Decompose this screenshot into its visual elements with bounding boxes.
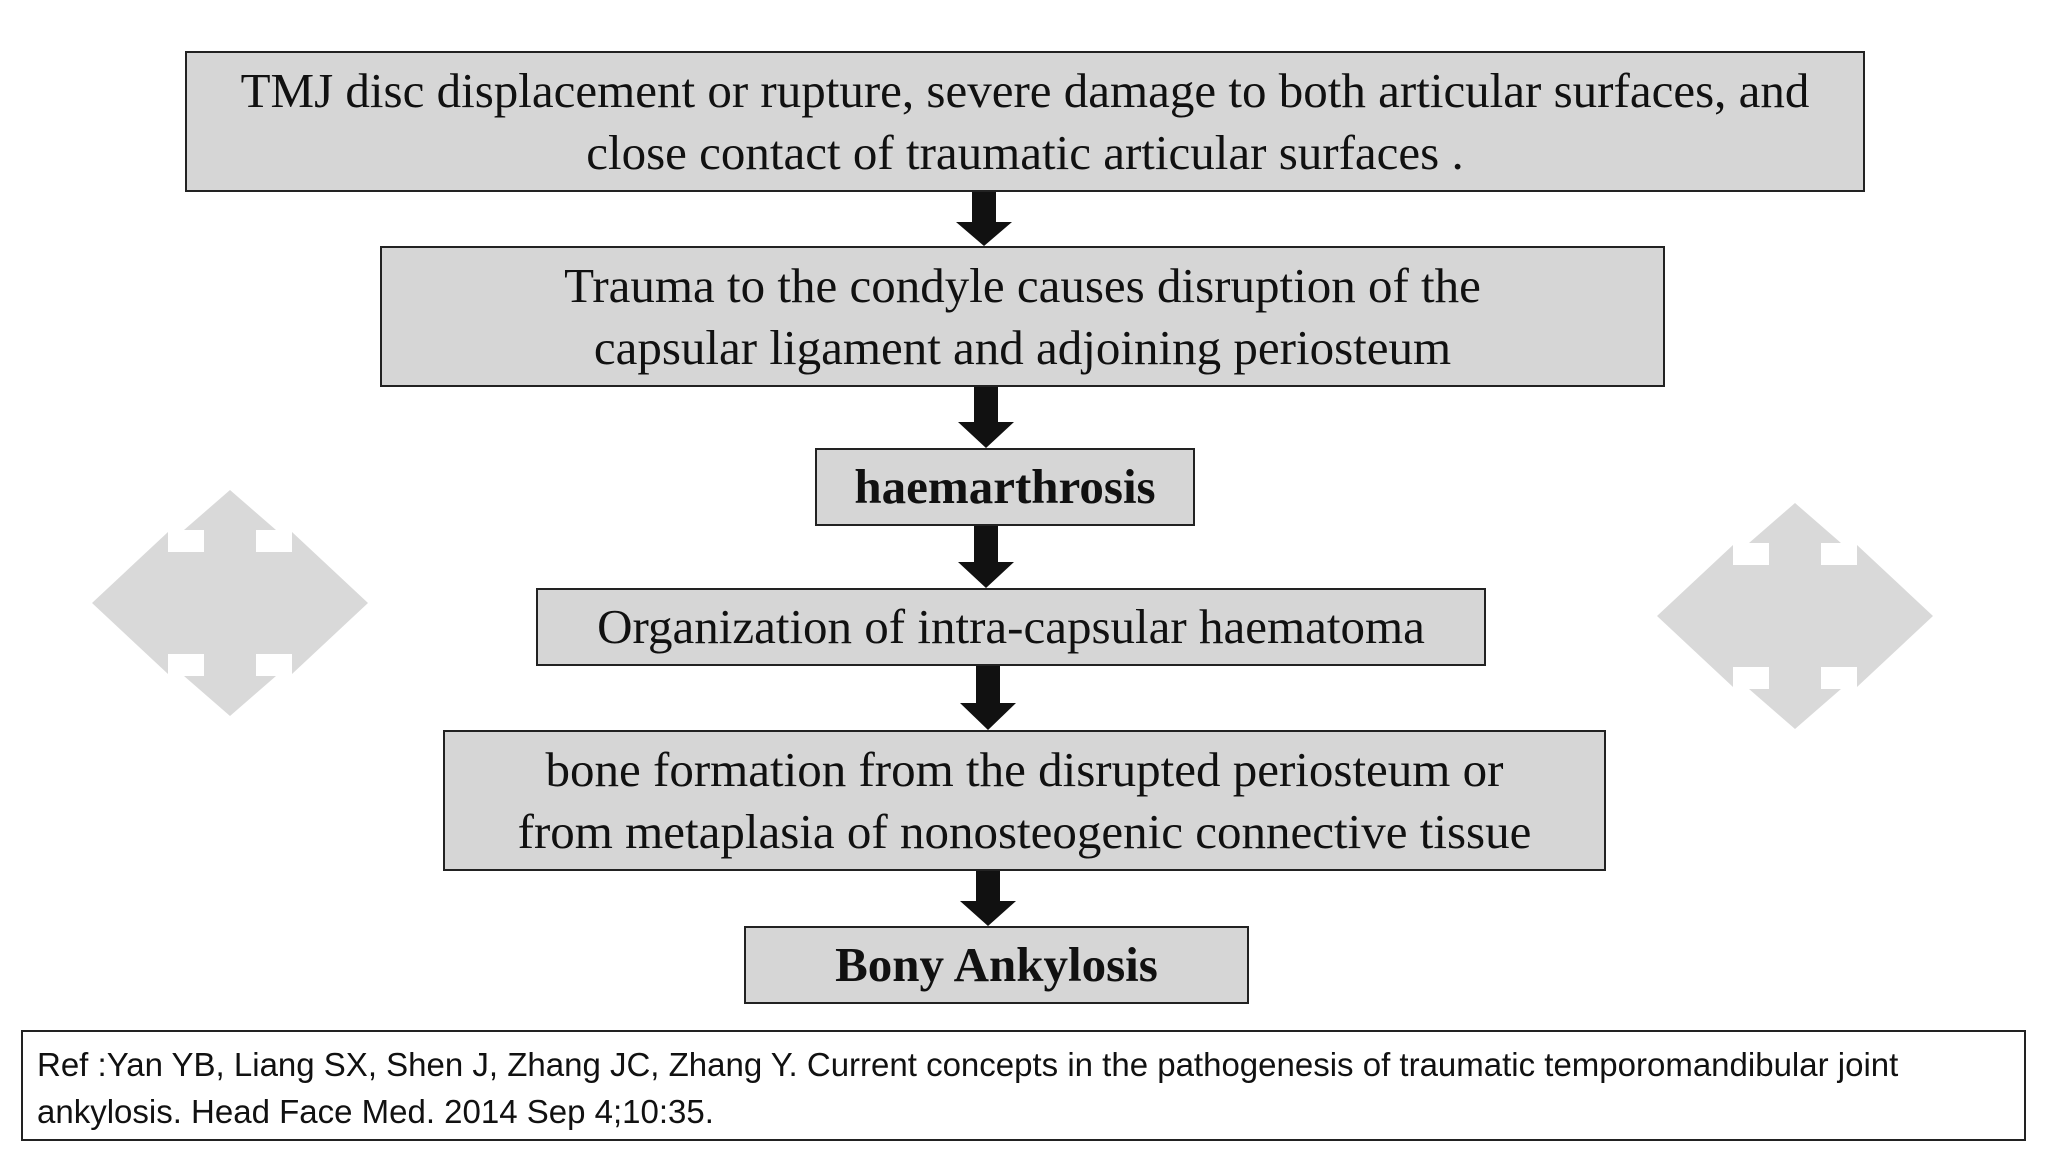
flow-step-6-text: Bony Ankylosis (835, 937, 1158, 992)
flow-step-5-text: bone formation from the disrupted perios… (517, 741, 1532, 859)
flow-step-2: Trauma to the condyle causes disruption … (380, 246, 1665, 387)
flow-step-3: haemarthrosis (815, 448, 1195, 526)
down-arrow-icon-4 (960, 666, 1016, 730)
flow-step-5: bone formation from the disrupted perios… (443, 730, 1606, 871)
flow-step-1-text: TMJ disc displacement or rupture, severe… (240, 62, 1810, 180)
reference-text: Ref :Yan YB, Liang SX, Shen J, Zhang JC,… (37, 1046, 1899, 1130)
down-arrow-icon-5 (960, 871, 1016, 926)
down-arrow-icon-2 (958, 387, 1014, 448)
flow-step-4: Organization of intra-capsular haematoma (536, 588, 1486, 666)
flow-step-1: TMJ disc displacement or rupture, severe… (185, 51, 1865, 192)
flow-step-6: Bony Ankylosis (744, 926, 1249, 1004)
flow-step-3-text: haemarthrosis (854, 459, 1156, 514)
reference-box: Ref :Yan YB, Liang SX, Shen J, Zhang JC,… (21, 1030, 2026, 1141)
down-arrow-icon-3 (958, 526, 1014, 588)
four-way-arrow-icon-left (92, 490, 368, 716)
down-arrow-icon-1 (956, 192, 1012, 246)
four-way-arrow-icon-right (1657, 503, 1933, 729)
flow-step-4-text: Organization of intra-capsular haematoma (597, 599, 1425, 654)
flow-step-2-text: Trauma to the condyle causes disruption … (564, 257, 1481, 375)
